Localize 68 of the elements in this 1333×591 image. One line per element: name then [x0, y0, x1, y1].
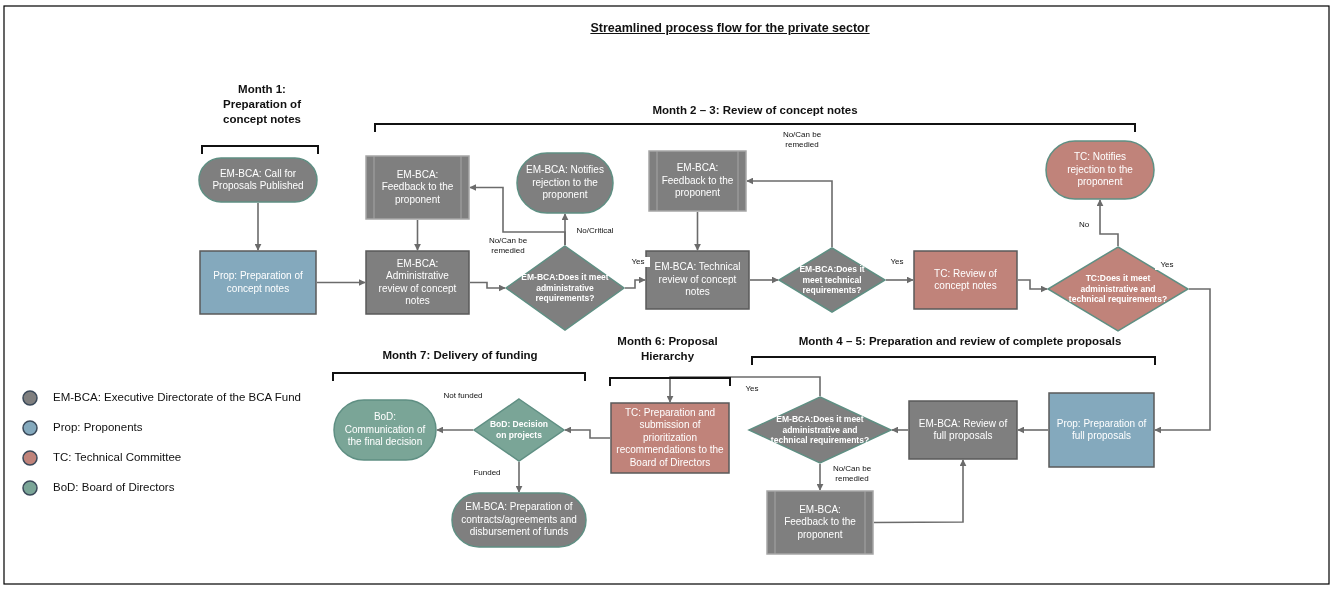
node-label: TC: Preparation and submission of prioritization recommendations to the Board of Directors [616, 406, 724, 470]
node-label: EM-BCA: Feedback to the proponent [783, 503, 857, 542]
phase-heading: Month 7: Delivery of funding [381, 348, 539, 363]
diagram-title: Streamlined process flow for the private sector [589, 20, 871, 37]
arrow [746, 177, 833, 248]
process-box [645, 250, 750, 310]
process-box [365, 250, 470, 315]
decision-diamond [748, 396, 892, 464]
node-label: EM-BCA:Does it meet technical requirements? [798, 264, 866, 296]
arrow [316, 279, 366, 286]
decision-diamond [778, 247, 886, 313]
node-label: EM-BCA: Feedback to the proponent [660, 162, 735, 200]
process-box [199, 250, 317, 315]
node-label: BoD: Communication of the final decision [343, 411, 427, 449]
node-label: EM-BCA: Preparation of contracts/agreements and disbursement of funds [461, 501, 577, 539]
node-label: EM-BCA: Call for Proposals Published [211, 167, 305, 193]
node-label: TC:Does it meet administrative and technical requirements? [1067, 273, 1169, 305]
arrow [436, 426, 474, 434]
arrow [1017, 279, 1048, 293]
arrow [564, 426, 611, 439]
arrow [624, 276, 646, 289]
node-label: EM-BCA:Does it meet administrative and technical requirements? [769, 414, 871, 446]
node-label: TC: Notifies rejection to the proponent [1066, 151, 1134, 189]
arrow [414, 219, 421, 251]
node-label: Prop: Preparation of concept notes [212, 270, 304, 295]
process-box [913, 250, 1018, 310]
arrow [873, 459, 967, 524]
arrow [885, 276, 914, 284]
node-label: Prop: Preparation of full proposals [1055, 417, 1148, 443]
subprocess-box [365, 155, 470, 220]
arrow [515, 461, 523, 493]
edge-label: Yes [742, 384, 762, 394]
subprocess-box [766, 490, 874, 555]
node-label: TC: Review of concept notes [933, 267, 998, 293]
process-box [1048, 392, 1155, 468]
legend-label: Prop: Proponents [53, 421, 143, 433]
arrow [749, 276, 779, 284]
node-label: EM-BCA: Technical review of concept notes [653, 261, 742, 299]
node-label: EM-BCA: Feedback to the proponent [380, 168, 455, 207]
process-box [610, 402, 730, 474]
arrow [816, 463, 824, 491]
phase-heading: Month 4 – 5: Preparation and review of complete proposals [797, 334, 1123, 349]
decision-diamond [473, 398, 565, 462]
terminal-shape [198, 157, 318, 203]
phase-heading: Month 1: Preparation of concept notes [222, 82, 302, 127]
legend-label: BoD: Board of Directors [53, 481, 175, 493]
terminal-shape [451, 492, 587, 548]
node-label: EM-BCA: Review of full proposals [917, 417, 1009, 443]
phase-heading: Month 6: Proposal Hierarchy [616, 334, 719, 364]
node-label: EM-BCA: Notifies rejection to the proponent [526, 164, 604, 202]
node-label: EM-BCA: Administrative review of concept notes [377, 257, 458, 308]
arrow [1154, 288, 1211, 434]
arrow [1096, 199, 1119, 247]
arrow [1017, 426, 1049, 434]
legend-label: EM-BCA: Executive Directorate of the BCA Fund [53, 391, 301, 403]
arrow [469, 281, 506, 292]
arrow [469, 184, 566, 246]
arrow [891, 426, 909, 434]
arrow [694, 211, 701, 251]
arrow [254, 202, 262, 251]
node-label: BoD: Decision on projects [488, 419, 550, 441]
arrow [666, 376, 821, 403]
subprocess-box [648, 150, 747, 212]
node-label: EM-BCA:Does it meet administrative requirements? [520, 272, 610, 304]
phase-heading: Month 2 – 3: Review of concept notes [651, 103, 859, 118]
legend-label: TC: Technical Committee [53, 451, 182, 463]
process-box [908, 400, 1018, 460]
decision-diamond [1047, 246, 1189, 332]
